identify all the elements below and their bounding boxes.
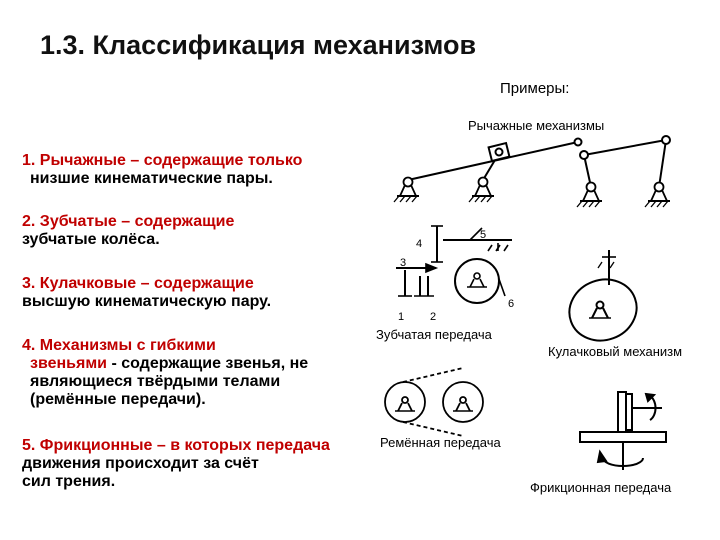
class-desc: являющиеся твёрдыми телами (30, 373, 281, 390)
class-desc: сил трения. (22, 473, 116, 490)
class-name: звеньями (30, 355, 107, 372)
friction-drive-drawing (579, 391, 667, 470)
class-num: 5. (22, 437, 36, 454)
belt-drive-drawing (384, 367, 484, 437)
gear-label-2: 2 (430, 311, 436, 323)
class-desc: движения происходит за счёт (22, 455, 259, 472)
class-desc: - содержащие звенья, не (111, 355, 309, 372)
caption-friction: Фрикционная передача (530, 480, 672, 495)
class-name: Зубчатые (39, 213, 117, 230)
gear-label-6: 6 (508, 298, 514, 310)
class-name: Фрикционные (39, 437, 153, 454)
cam-mechanism-drawing (568, 250, 638, 342)
caption-gear: Зубчатая передача (376, 327, 492, 342)
page-title: 1.3. Классификация механизмов (40, 30, 477, 60)
caption-belt: Ремённая передача (380, 435, 501, 450)
class-item-gear: 2. Зубчатые – содержащие зубчатые колёса… (22, 213, 234, 249)
class-num: 4. (22, 337, 36, 354)
class-item-flexible: 4. Механизмы с гибкими звеньями - содерж… (22, 337, 308, 409)
caption-cam: Кулачковый механизм (548, 344, 683, 359)
class-desc: низшие кинематические пары. (30, 170, 273, 187)
class-num: 2. (22, 213, 36, 230)
class-name: Механизмы с гибкими (39, 337, 216, 354)
class-item-friction: 5. Фрикционные – в которых передача движ… (22, 437, 330, 491)
class-desc: – в которых передача (156, 437, 330, 454)
class-name: Кулачковые (39, 275, 137, 292)
class-desc: – содержащие (121, 213, 235, 230)
class-item-cam: 3. Кулачковые – содержащие высшую кинема… (22, 275, 271, 311)
class-desc: – содержащие (140, 275, 254, 292)
gear-label-1: 1 (398, 311, 404, 323)
class-num: 3. (22, 275, 36, 292)
lever-mechanism-four-bar (576, 135, 671, 208)
class-desc: высшую кинематическую пару. (22, 293, 272, 310)
caption-lever: Рычажные механизмы (468, 118, 605, 133)
gear-label-4: 4 (416, 238, 422, 250)
examples-label: Примеры: (500, 80, 570, 97)
class-desc: – содержащие только (130, 152, 303, 169)
class-desc: зубчатые колёса. (22, 231, 160, 248)
gear-label-3: 3 (400, 257, 406, 269)
gear-train-drawing (396, 225, 512, 304)
class-item-lever: 1. Рычажные – содержащие только низшие к… (22, 152, 302, 188)
lever-mechanism-slider (393, 137, 583, 203)
gear-label-5: 5 (480, 229, 486, 241)
class-num: 1. (22, 152, 36, 169)
class-name: Рычажные (39, 152, 126, 169)
class-desc: (ремённые передачи). (30, 391, 206, 408)
